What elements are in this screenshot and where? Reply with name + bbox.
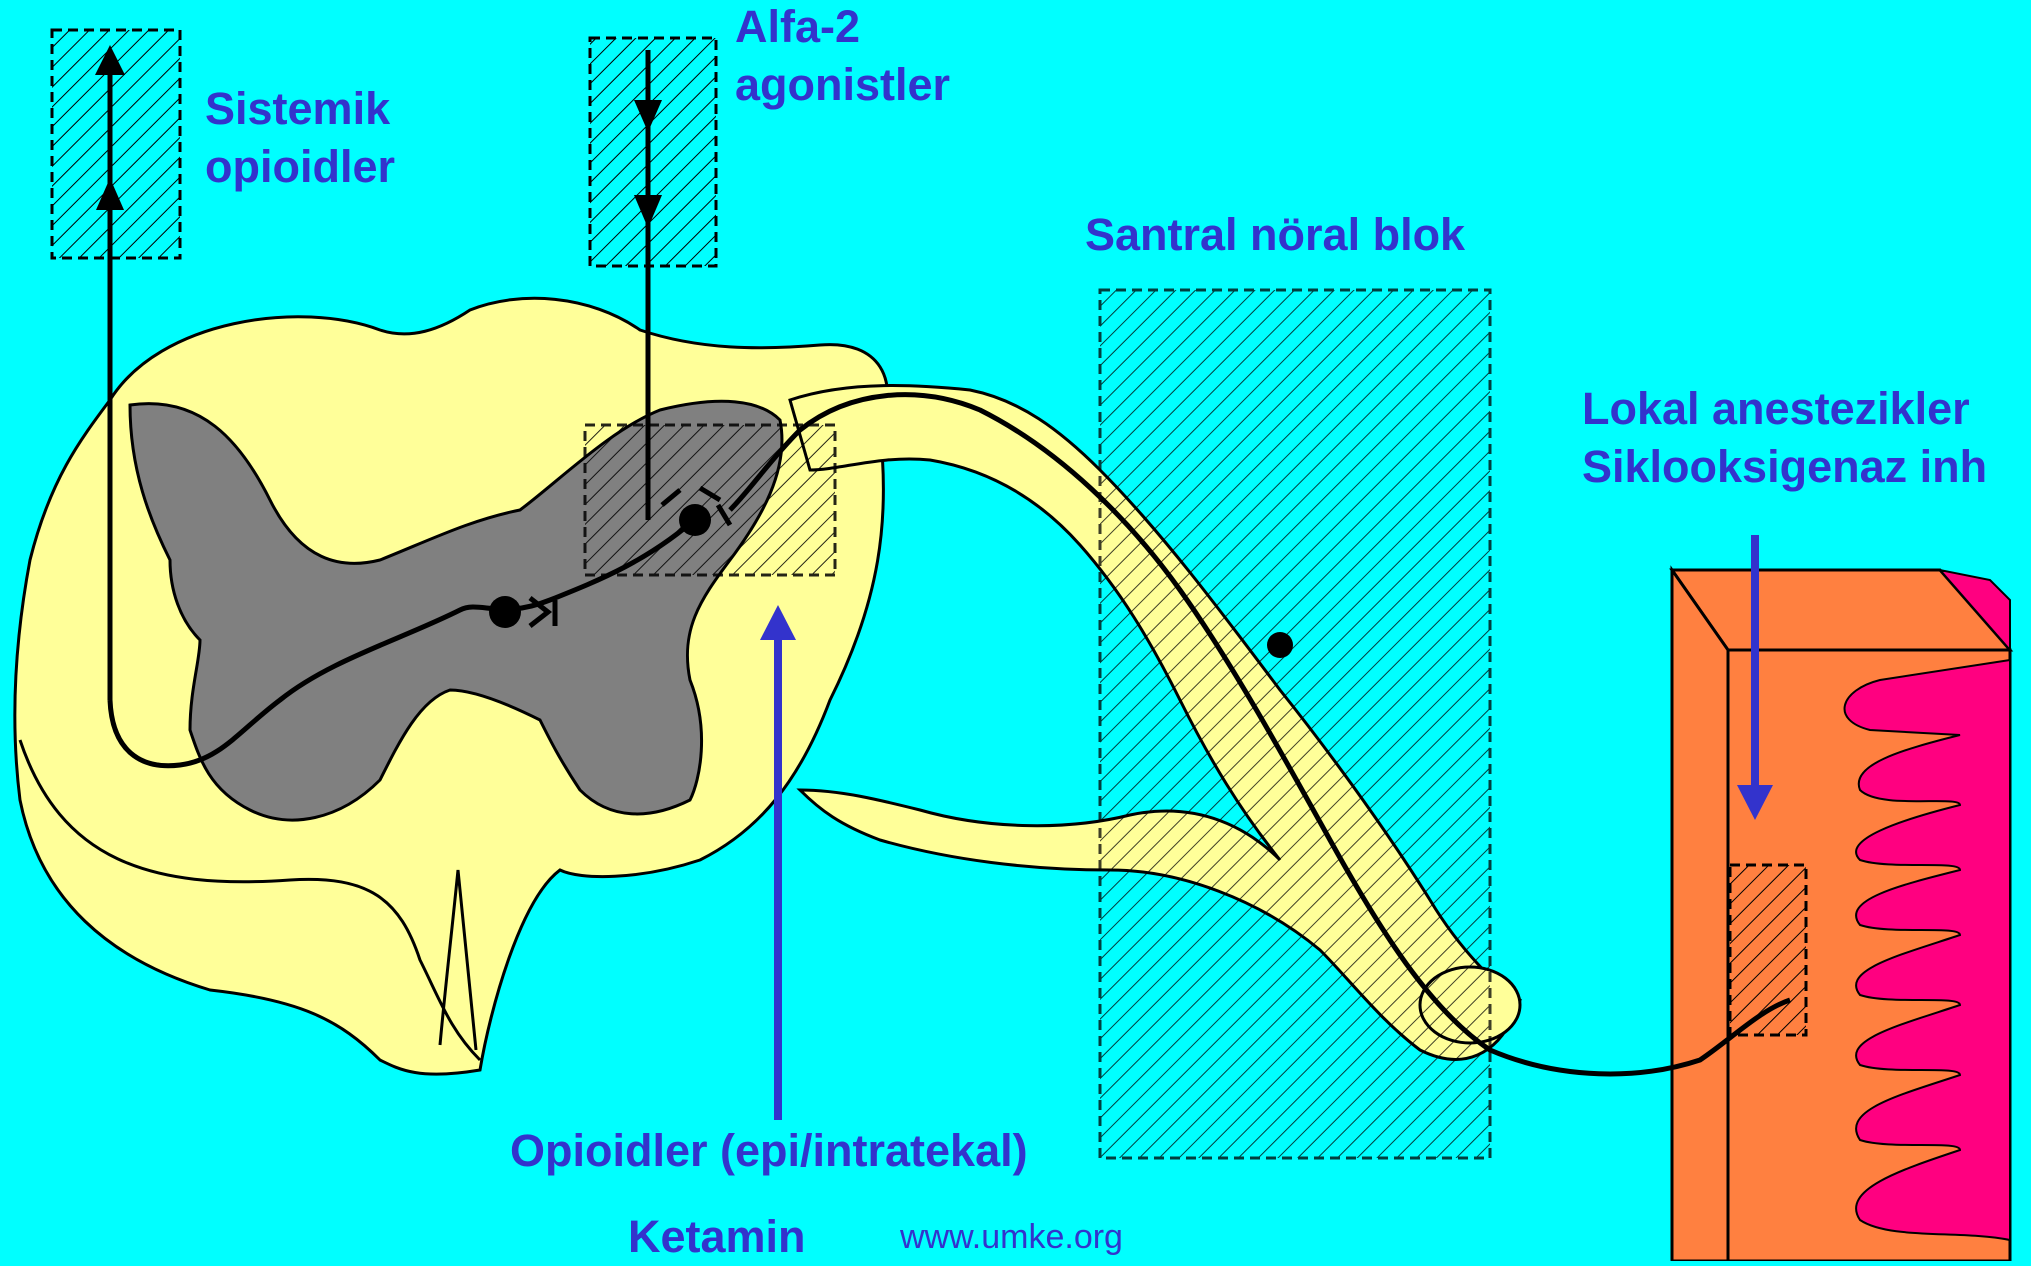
systemic-opioids-line2: opioidler [205,138,395,196]
local-anesthetics-line1: Lokal anestezikler [1582,380,1987,438]
ketamine-label: Ketamin [628,1208,806,1266]
alpha2-hatch-box [590,38,716,266]
dorsal-root-ganglion-soma [1267,632,1293,658]
opioids-epi-intrathecal-label: Opioidler (epi/intratekal) [510,1122,1028,1180]
systemic-hatch-box [52,30,180,258]
watermark: www.umke.org [900,1218,1123,1257]
central-neural-block-label: Santral nöral blok [1085,206,1465,264]
dorsal-horn-synapse-soma [679,504,711,536]
alpha2-line2: agonistler [735,56,950,114]
alpha2-agonists-label: Alfa-2 agonistler [735,0,950,114]
central-block-hatch-box [1100,290,1490,1158]
tissue-side [1672,570,1728,1261]
projection-neuron-soma [489,596,521,628]
alpha2-line1: Alfa-2 [735,0,950,56]
systemic-opioids-label: Sistemik opioidler [205,80,395,196]
local-anesthetics-label: Lokal anestezikler Siklooksigenaz inh [1582,380,1987,496]
systemic-opioids-line1: Sistemik [205,80,395,138]
dorsal-horn-hatch-box [585,425,835,575]
local-anesthetics-line2: Siklooksigenaz inh [1582,438,1987,496]
